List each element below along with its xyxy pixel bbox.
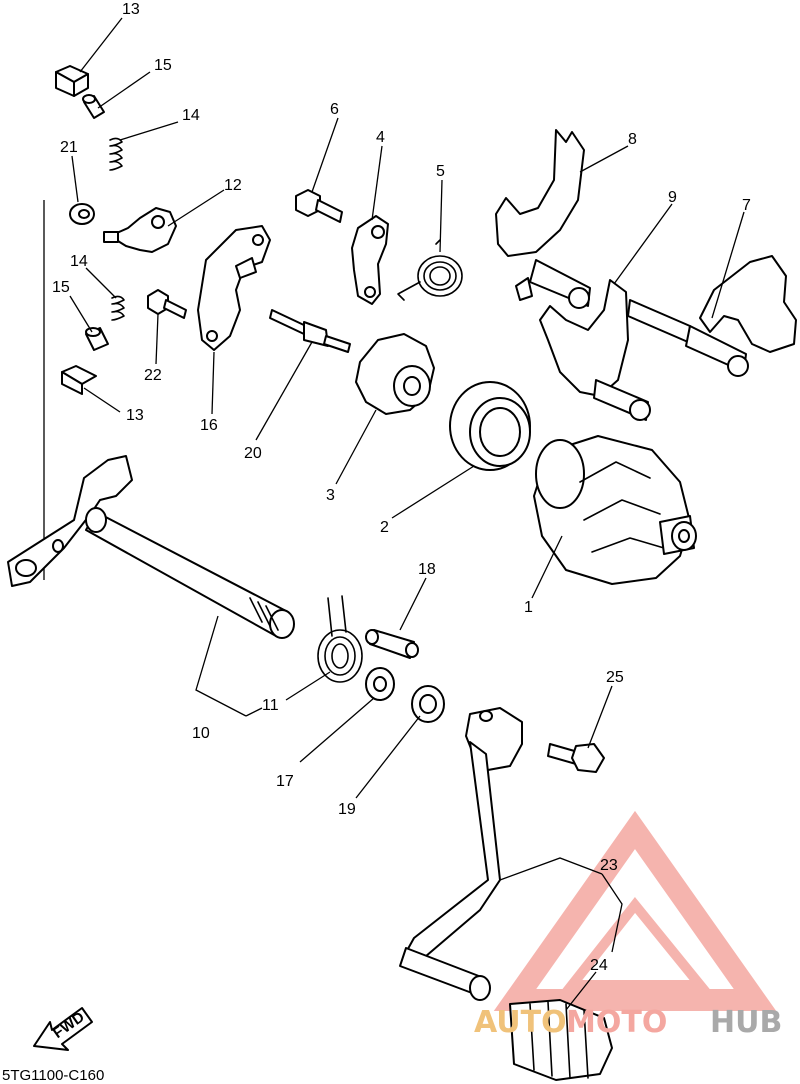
part-8-shift-fork [495,129,591,309]
fwd-arrow-icon [33,1007,93,1051]
watermark-logo [493,810,777,1011]
part-5-torsion-spring [397,239,463,301]
part-1-shift-drum [533,435,697,585]
callout-17: 17 [276,773,294,790]
callout-20: 20 [244,445,262,462]
part-18-pin [365,629,419,659]
callout-22: 22 [144,367,162,384]
callout-11: 11 [262,697,279,714]
part-19-seal [411,685,445,723]
part-24-pedal-rubber [509,999,613,1081]
callout-13-lower: 13 [126,407,144,424]
callout-9: 9 [668,189,677,206]
watermark-text: AUTO MOTO HUB [474,1005,782,1040]
watermark-text-auto: AUTO [474,1005,567,1040]
callout-6: 6 [330,101,339,118]
callout-labels: 13 15 14 21 12 6 4 5 8 9 7 14 15 22 16 2… [52,1,751,974]
part-13-key-lower [61,365,97,395]
callout-12: 12 [224,177,242,194]
callout-1: 1 [524,599,533,616]
part-14-spring-top [109,137,123,171]
part-14-spring-lower [111,295,125,321]
callout-5: 5 [436,163,445,180]
part-15-pin-top [82,94,105,119]
part-11-return-spring [317,595,363,683]
callout-15-top: 15 [154,57,172,74]
part-22-bolt [147,289,187,319]
callout-4: 4 [376,129,385,146]
callout-18: 18 [418,561,436,578]
callout-16: 16 [200,417,218,434]
part-17-washer [365,667,395,701]
callout-7: 7 [742,197,751,214]
part-3-segment [355,333,435,415]
part-9-shift-fork [539,279,651,421]
part-12-stopper-lever [103,207,177,253]
callout-14-lower: 14 [70,253,88,270]
callout-15-lower: 15 [52,279,70,296]
part-15-pin-lower [85,327,109,351]
part-6-bolt [295,189,343,223]
callout-24: 24 [590,957,608,974]
part-20-shaft [269,309,351,353]
part-13-key-top [55,65,89,97]
callout-13-top: 13 [122,1,140,18]
callout-14-top: 14 [182,107,200,124]
callout-23: 23 [600,857,618,874]
callout-10: 10 [192,725,210,742]
callout-3: 3 [326,487,335,504]
leader-lines [69,17,745,1011]
watermark-text-hub: HUB [710,1005,782,1040]
diagram-code: 5TG1100-C160 [2,1067,104,1084]
watermark-text-moto: MOTO [566,1005,667,1040]
part-21-washer [69,203,95,225]
callout-2: 2 [380,519,389,536]
callout-8: 8 [628,131,637,148]
part-10-shift-shaft [7,455,295,639]
part-16-guide-plate [197,225,271,351]
part-23-shift-pedal [399,707,523,1001]
part-25-bolt [547,743,605,773]
callout-21: 21 [60,139,78,156]
part-4-lever [351,215,389,305]
part-2-bearing [449,381,531,471]
part-7-shift-fork [627,255,797,377]
callout-25: 25 [606,669,624,686]
callout-19: 19 [338,801,356,818]
